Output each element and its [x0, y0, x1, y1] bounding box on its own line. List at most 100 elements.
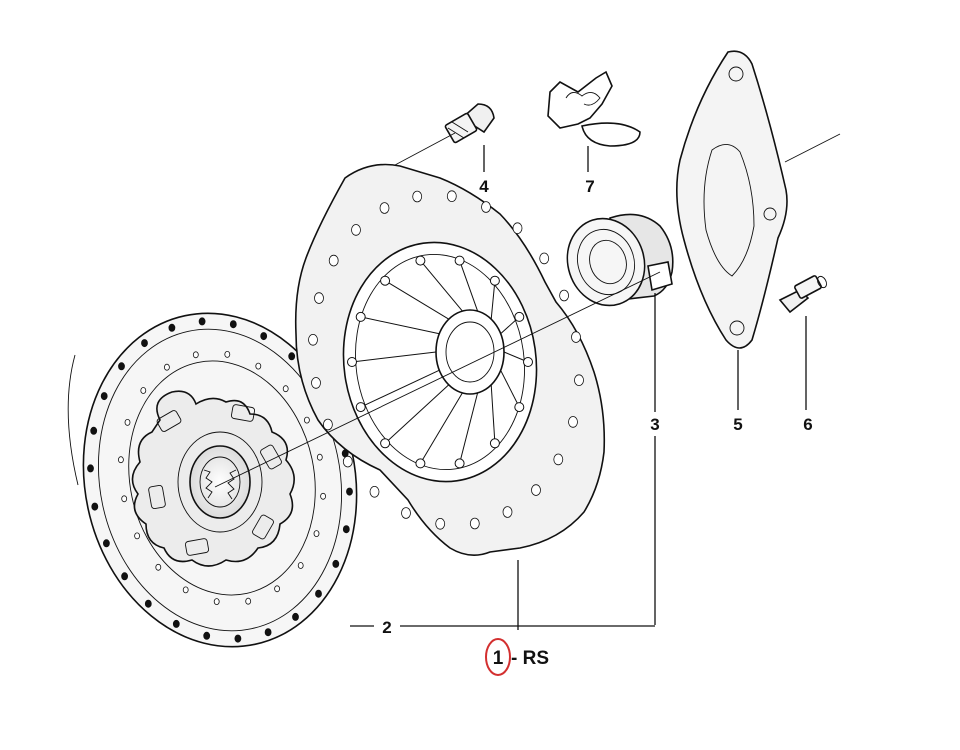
plate-hole [574, 374, 584, 387]
hub-highlight-ring [177, 431, 263, 533]
diaphragm-finger-tip [415, 458, 426, 469]
disc-rivet [100, 392, 108, 401]
plate-hole [328, 254, 339, 267]
disc-rivet [172, 619, 180, 628]
diaphragm-finger [419, 392, 463, 464]
disc-rivet [144, 599, 152, 608]
disc-rivet-inner [245, 597, 252, 605]
disc-rivet-inner [118, 456, 124, 464]
diaphragm-spring-fingers [347, 255, 533, 469]
disc-rivet-inner [320, 492, 327, 500]
spring-clip [547, 70, 641, 147]
disc-rivet [91, 502, 99, 511]
disc-rivet-inner [121, 495, 128, 503]
plate-hole [512, 222, 523, 235]
disc-rivet-inner [313, 530, 320, 537]
diaphragm-finger-tip [415, 255, 426, 266]
disc-rivet-inner [224, 350, 231, 358]
disc-rivet [198, 317, 206, 326]
plate-hole [351, 224, 361, 236]
plate-hole [308, 333, 318, 346]
plate-hole [412, 190, 423, 203]
disc-rivet-inner [182, 586, 189, 594]
disc-rivet-inner [274, 585, 281, 593]
plate-hole [502, 506, 513, 518]
release-bearing [566, 213, 674, 307]
disc-rivet [229, 320, 237, 329]
plate-hole [401, 507, 411, 519]
leader-lines [214, 132, 807, 630]
diaphragm-finger [351, 351, 437, 363]
disc-rivet-inner [282, 385, 289, 393]
disc-rivet [288, 352, 296, 361]
plate-hole [446, 190, 457, 203]
plate-hole [469, 517, 480, 530]
disc-rivet [103, 539, 110, 548]
plate-hole [568, 416, 578, 428]
disc-rivet-inner [255, 362, 262, 370]
diaphragm-finger-tip [454, 458, 465, 469]
clutch-disc [67, 312, 358, 648]
disc-rivet-inner [213, 598, 220, 605]
diaphragm-finger-tip [514, 402, 525, 413]
diaphragm-finger [384, 280, 450, 320]
diaphragm-finger-tip [514, 311, 525, 322]
diaphragm-finger [420, 260, 463, 312]
bolt [444, 103, 495, 144]
diaphragm-finger-tip [380, 438, 391, 449]
diaphragm-finger [500, 369, 520, 408]
disc-rivet-ring [87, 317, 353, 643]
callout-2: 2 [382, 618, 391, 637]
plate-hole [342, 455, 353, 468]
disc-rivet-inner [303, 416, 310, 424]
diaphragm-finger-tip [347, 357, 357, 367]
disc-rivet [315, 589, 322, 598]
disc-rivet-inner [124, 418, 131, 426]
plate-hole [369, 485, 380, 498]
disc-rivet [90, 426, 98, 435]
pressure-plate [294, 163, 606, 556]
callout-6: 6 [803, 415, 812, 434]
plate-hole [314, 292, 324, 304]
callout-5: 5 [733, 415, 742, 434]
diaphragm-finger [384, 384, 450, 444]
disc-rivet [87, 464, 94, 473]
callout-1-suffix: - RS [511, 648, 549, 669]
plate-hole [531, 484, 541, 496]
callout-1-rs[interactable]: 1 - RS [485, 638, 549, 676]
disc-rivet-inner [155, 563, 162, 571]
diaphragm-finger [360, 369, 440, 408]
callout-labels: 4 7 3 5 6 2 1 - RS [382, 177, 813, 676]
diaphragm-finger-tip [489, 275, 500, 286]
disc-rivet-inner [192, 351, 199, 359]
diaphragm-finger [360, 316, 440, 335]
disc-rivet [264, 628, 272, 637]
disc-rivet [260, 332, 268, 341]
diaphragm-finger-tip [355, 402, 366, 413]
disc-rivet-inner [140, 387, 147, 394]
plate-hole [539, 252, 550, 265]
diaphragm-finger [490, 384, 496, 444]
plate-hole [379, 202, 390, 214]
diaphragm-finger-tip [355, 311, 366, 322]
plate-hole [553, 453, 564, 466]
plate-hole [559, 289, 569, 302]
diaphragm-finger-tip [523, 357, 533, 367]
callout-4: 4 [479, 177, 489, 196]
pivot-pin [778, 275, 827, 314]
disc-rivet-inner [163, 363, 170, 371]
diaphragm-finger-tip [454, 255, 465, 266]
callout-3: 3 [650, 415, 659, 434]
plate-hole-ring [308, 190, 584, 530]
disc-rivet [346, 487, 353, 496]
diaphragm-finger-tip [380, 275, 391, 286]
diaphragm-finger-tip [489, 438, 500, 449]
plate-hole [571, 331, 581, 343]
release-lever [676, 50, 841, 349]
disc-rivet [168, 323, 176, 332]
plate-hole [322, 418, 333, 431]
callout-7: 7 [585, 177, 594, 196]
disc-rivet [342, 525, 350, 534]
disc-rivet [118, 362, 125, 371]
